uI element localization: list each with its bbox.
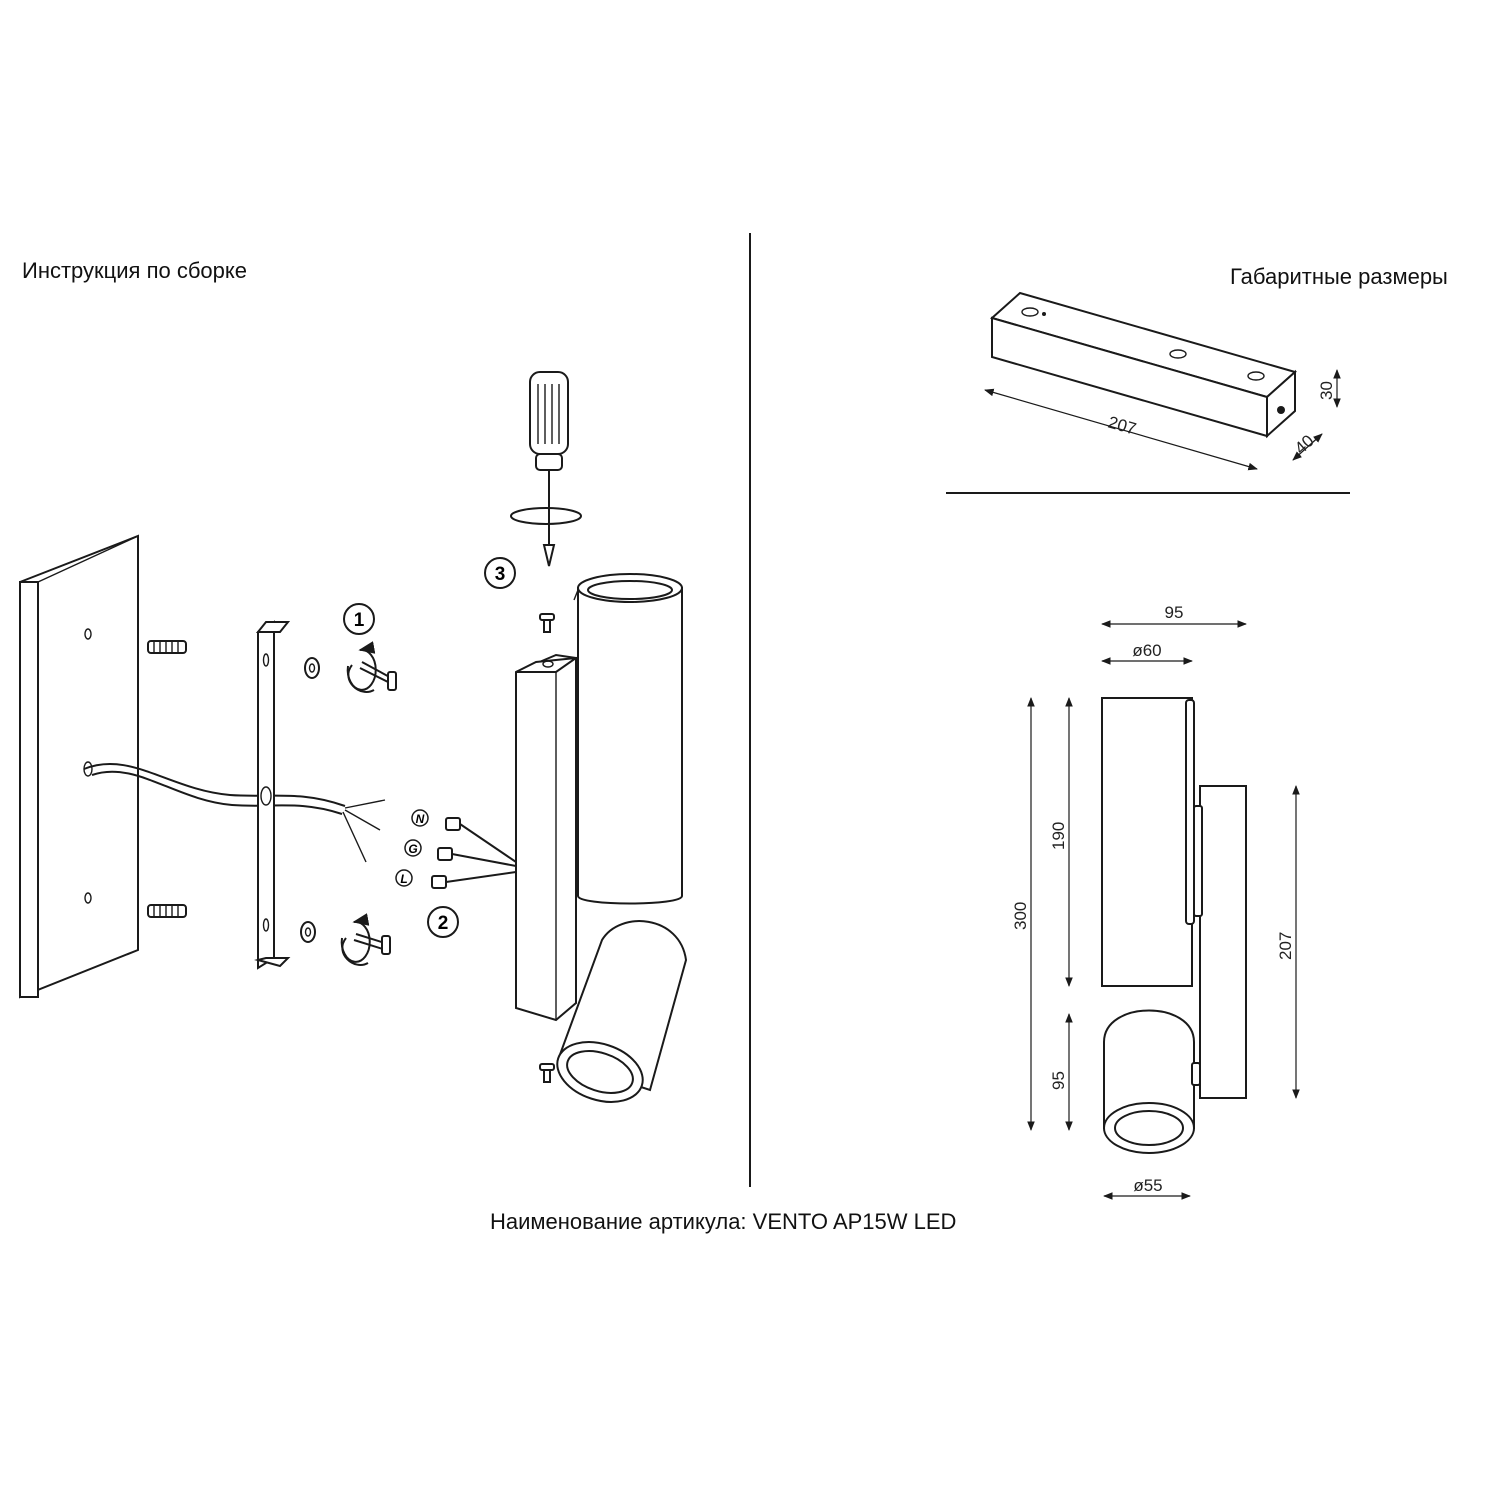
step-1-marker: 1 bbox=[343, 603, 375, 635]
dim-total-width: 95 bbox=[1165, 603, 1184, 622]
dim-plate-height: 207 bbox=[1276, 932, 1295, 960]
dim-lower-diameter: ø55 bbox=[1133, 1176, 1162, 1195]
wall-panel bbox=[19, 534, 139, 999]
step-3-marker: 3 bbox=[484, 557, 516, 589]
dim-base-length: 207 bbox=[1106, 413, 1139, 439]
wire-label-l: L bbox=[400, 872, 407, 886]
rotation-arrow-icon bbox=[340, 641, 377, 963]
power-cable bbox=[83, 763, 386, 863]
dim-upper-height: 190 bbox=[1049, 822, 1068, 850]
screwdriver-icon bbox=[510, 371, 582, 567]
wall-anchor-icon bbox=[147, 640, 187, 918]
front-view bbox=[1101, 697, 1247, 1154]
base-box-isometric bbox=[989, 291, 1298, 439]
dimension-line-width bbox=[1292, 433, 1323, 461]
mounting-bracket bbox=[254, 620, 291, 970]
dim-lower-height: 95 bbox=[1049, 1071, 1068, 1090]
washer-icon bbox=[300, 657, 320, 943]
dim-base-width: 40 bbox=[1291, 431, 1318, 458]
step-2-marker: 2 bbox=[427, 906, 459, 938]
dim-base-height: 30 bbox=[1317, 381, 1336, 400]
step-1-label: 1 bbox=[354, 610, 365, 631]
dim-upper-diameter: ø60 bbox=[1132, 641, 1161, 660]
assembly-heading: Инструкция по сборке bbox=[22, 258, 248, 283]
step-2-label: 2 bbox=[438, 913, 449, 934]
step-3-label: 3 bbox=[495, 564, 506, 585]
small-screw-icon bbox=[539, 613, 555, 1083]
dimensions-heading: Габаритные размеры bbox=[1230, 264, 1448, 289]
dimension-line-length bbox=[984, 388, 1258, 471]
wire-connector-icon: N G L bbox=[395, 809, 517, 889]
lamp-body-assembly bbox=[515, 573, 688, 1103]
wire-label-g: G bbox=[408, 842, 417, 856]
dim-total-height: 300 bbox=[1011, 902, 1030, 930]
article-caption: Наименование артикула: VENTO AP15W LED bbox=[490, 1209, 957, 1234]
wire-label-n: N bbox=[416, 812, 425, 826]
